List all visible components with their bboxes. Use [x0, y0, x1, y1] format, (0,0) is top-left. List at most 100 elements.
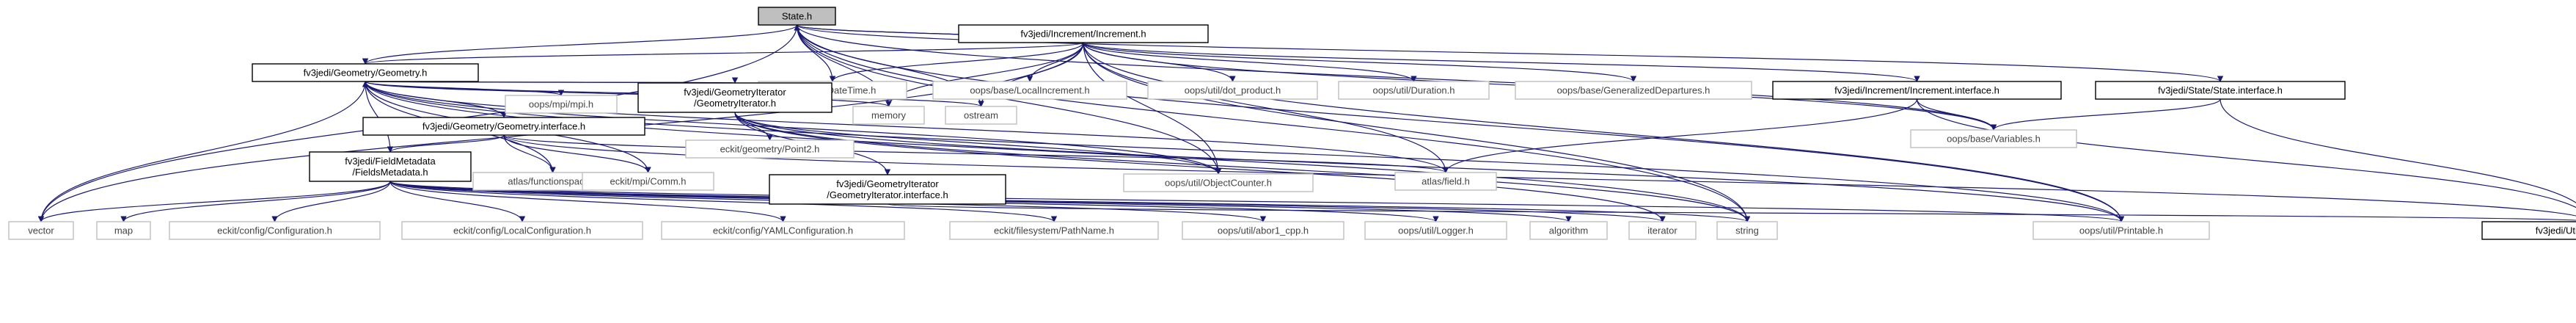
node-logger-h[interactable]: oops/util/Logger.h [1364, 221, 1507, 240]
node-duration-h[interactable]: oops/util/Duration.h [1338, 81, 1490, 100]
edge-fieldsmeta_h-to-vector [37, 181, 391, 222]
node-stateif-h[interactable]: fv3jedi/State/State.interface.h [2095, 81, 2346, 100]
edge-increment_h-to-atlasfield_h [1083, 42, 1449, 173]
node-memory[interactable]: memory [852, 106, 925, 125]
node-vector[interactable]: vector [8, 221, 74, 240]
node-ostream[interactable]: ostream [945, 106, 1017, 125]
node-label: /GeometryIterator.interface.h [827, 189, 948, 200]
edge-geometry_h-to-string [365, 81, 1751, 222]
node-label: eckit/mpi/Comm.h [610, 176, 686, 187]
node-label: eckit/filesystem/PathName.h [994, 225, 1114, 236]
node-box [582, 172, 714, 191]
node-geoiter-h[interactable]: fv3jedi/GeometryIterator/GeometryIterato… [637, 82, 833, 113]
node-mpi-h[interactable]: oops/mpi/mpi.h [505, 95, 618, 114]
node-label: ostream [964, 110, 998, 121]
node-label: eckit/config/Configuration.h [217, 225, 332, 236]
node-box [758, 7, 836, 26]
node-geomif-h[interactable]: fv3jedi/Geometry/Geometry.interface.h [362, 117, 645, 136]
node-fieldsmeta-h[interactable]: fv3jedi/FieldMetadata/FieldsMetadata.h [309, 151, 472, 182]
edge-fieldsmeta_h-to-config_h [271, 181, 391, 222]
node-geometry-h[interactable]: fv3jedi/Geometry/Geometry.h [252, 63, 479, 82]
node-label: oops/mpi/mpi.h [529, 99, 593, 110]
node-box [1529, 221, 1608, 240]
node-label: oops/util/Duration.h [1372, 85, 1455, 96]
edge-state_h-to-stateif_h [796, 24, 2223, 82]
node-iterator[interactable]: iterator [1628, 221, 1697, 240]
node-label: fv3jedi/Utilities/interface.h [2536, 225, 2576, 236]
node-incif-h[interactable]: fv3jedi/Increment/Increment.interface.h [1772, 81, 2062, 100]
node-box [1338, 81, 1490, 100]
node-localconfig-h[interactable]: eckit/config/LocalConfiguration.h [401, 221, 643, 240]
node-label: /GeometryIterator.h [694, 98, 776, 109]
edge-increment_h-to-printable_h [1083, 42, 2125, 222]
node-increment-h[interactable]: fv3jedi/Increment/Increment.h [958, 24, 1209, 43]
edge-fieldsmeta_h-to-yamlconfig_h [389, 181, 786, 222]
node-label: oops/util/Logger.h [1398, 225, 1474, 236]
node-label: map [114, 225, 133, 236]
node-pathname-h[interactable]: eckit/filesystem/PathName.h [949, 221, 1159, 240]
edge-geomif_h-to-comm_h [503, 134, 651, 173]
node-label: oops/base/LocalIncrement.h [970, 85, 1089, 96]
edge-geoiter_h-to-iterator [734, 112, 1666, 222]
node-label: atlas/field.h [1421, 176, 1470, 187]
node-label: eckit/geometry/Point2.h [720, 144, 820, 155]
edge-incif_h-to-variables_h [1916, 98, 1997, 131]
node-box [949, 221, 1159, 240]
node-map[interactable]: map [96, 221, 151, 240]
node-label: oops/util/ObjectCounter.h [1165, 178, 1272, 189]
node-label: oops/base/Variables.h [1947, 134, 2041, 145]
node-algorithm[interactable]: algorithm [1529, 221, 1608, 240]
node-label: oops/base/GeneralizedDepartures.h [1557, 85, 1710, 96]
node-box [362, 117, 645, 136]
node-box [1364, 221, 1507, 240]
node-box [1716, 221, 1778, 240]
node-variables-h[interactable]: oops/base/Variables.h [1910, 129, 2077, 148]
node-box [769, 174, 1006, 205]
node-box [852, 106, 925, 125]
node-state-h[interactable]: State.h [758, 7, 836, 26]
node-box [2032, 221, 2210, 240]
edge-stateif_h-to-variables_h [1990, 98, 2221, 131]
node-box [1772, 81, 2062, 100]
edge-increment_h-to-incif_h [1083, 42, 1920, 82]
node-label: fv3jedi/State/State.interface.h [2158, 85, 2283, 96]
node-label: fv3jedi/FieldMetadata [345, 156, 436, 167]
edge-geometry_h-to-vector [37, 81, 366, 222]
node-box [661, 221, 905, 240]
node-box [1394, 172, 1497, 191]
node-point2-h[interactable]: eckit/geometry/Point2.h [685, 139, 855, 159]
node-box [169, 221, 381, 240]
node-yamlconfig-h[interactable]: eckit/config/YAMLConfiguration.h [661, 221, 905, 240]
edge-state_h-to-printable_h [796, 24, 2125, 222]
node-printable-h[interactable]: oops/util/Printable.h [2032, 221, 2210, 240]
node-gendep-h[interactable]: oops/base/GeneralizedDepartures.h [1515, 81, 1752, 100]
node-atlasfield-h[interactable]: atlas/field.h [1394, 172, 1497, 191]
node-geoiterif-h[interactable]: fv3jedi/GeometryIterator/GeometryIterato… [769, 174, 1006, 205]
edge-fieldsmeta_h-to-pathname_h [389, 181, 1057, 222]
node-utilif-h[interactable]: fv3jedi/Utilities/interface.h [2481, 221, 2576, 240]
node-box [958, 24, 1209, 43]
node-dotproduct-h[interactable]: oops/util/dot_product.h [1147, 81, 1318, 100]
edge-increment_h-to-objcounter_h [1083, 42, 1222, 175]
node-label: /FieldsMetadata.h [352, 167, 428, 178]
node-box [2095, 81, 2346, 100]
edge-geomif_h-to-fieldsmeta_h [387, 134, 505, 153]
node-box [932, 81, 1127, 100]
node-label: oops/util/abor1_cpp.h [1218, 225, 1309, 236]
edge-geomif_h-to-funcspace_h [503, 134, 556, 173]
node-label: fv3jedi/Increment/Increment.interface.h [1834, 85, 1999, 96]
node-comm-h[interactable]: eckit/mpi/Comm.h [582, 172, 714, 191]
edge-state_h-to-variables_h [796, 24, 1997, 131]
node-box [1628, 221, 1697, 240]
node-abort1-h[interactable]: oops/util/abor1_cpp.h [1182, 221, 1344, 240]
node-layer: State.h fv3jedi/Increment/Increment.h fv3j… [8, 7, 2576, 240]
node-label: fv3jedi/GeometryIterator [684, 87, 786, 98]
node-config-h[interactable]: eckit/config/Configuration.h [169, 221, 381, 240]
edge-fieldsmeta_h-to-map [120, 181, 391, 222]
node-label: eckit/config/LocalConfiguration.h [453, 225, 591, 236]
edge-geoiter_h-to-printable_h [734, 112, 2125, 222]
node-localincrement-h[interactable]: oops/base/LocalIncrement.h [932, 81, 1127, 100]
node-objcounter-h[interactable]: oops/util/ObjectCounter.h [1123, 173, 1314, 192]
node-string[interactable]: string [1716, 221, 1778, 240]
